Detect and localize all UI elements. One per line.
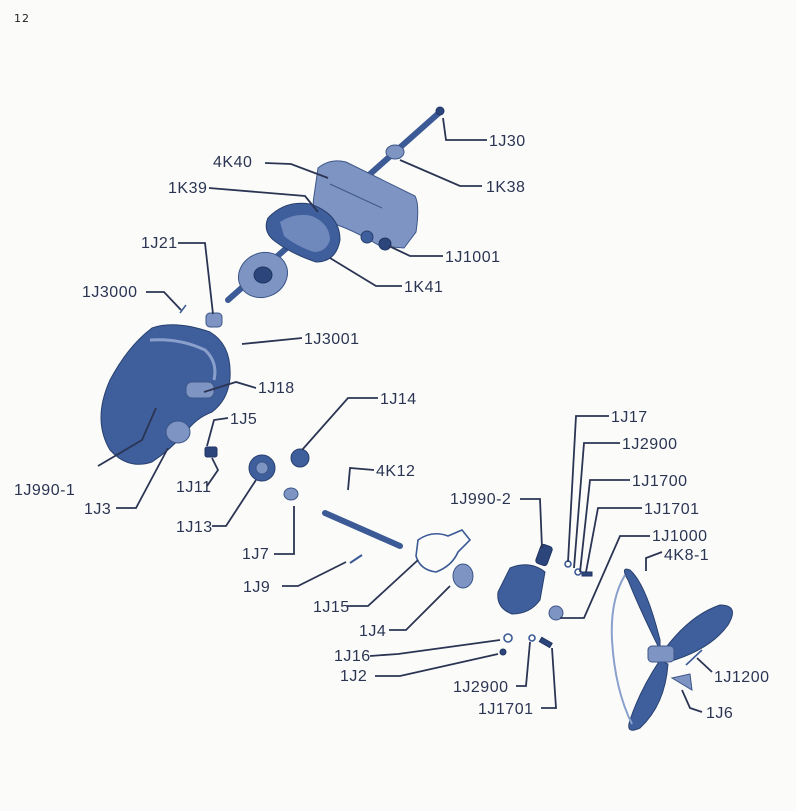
bearing-1j18	[185, 381, 215, 399]
label-1j14: 1J14	[380, 391, 417, 408]
label-1j1200: 1J1200	[714, 669, 770, 686]
part-labels: 1J30 4K40 1K38 1K39 1J21 1J1001 1J3000 1…	[14, 133, 770, 722]
label-1j18: 1J18	[258, 380, 295, 397]
label-1j15: 1J15	[313, 599, 350, 616]
label-1j3: 1J3	[84, 501, 111, 518]
label-1j2: 1J2	[340, 668, 367, 685]
label-1j4: 1J4	[359, 623, 386, 640]
label-1j990-1: 1J990-1	[14, 482, 75, 499]
label-1j13: 1J13	[176, 519, 213, 536]
bushing-1j4	[452, 563, 474, 589]
label-1j1000: 1J1000	[652, 528, 708, 545]
part-drawings	[100, 106, 733, 731]
label-1j990-2: 1J990-2	[450, 491, 511, 508]
gasket-1j15	[415, 529, 472, 573]
label-1j3001: 1J3001	[304, 331, 360, 348]
label-1k41: 1K41	[404, 279, 443, 296]
label-1j3000: 1J3000	[82, 284, 138, 301]
label-1j6: 1J6	[706, 705, 733, 722]
label-4k8-1: 4K8-1	[664, 547, 709, 564]
label-1j1701-b: 1J1701	[478, 701, 534, 718]
label-1j17: 1J17	[611, 409, 648, 426]
cap-1j990-2	[497, 564, 546, 615]
page-number: 12	[14, 12, 30, 25]
label-1j7: 1J7	[242, 546, 269, 563]
propeller	[610, 568, 733, 731]
bushing-1j21	[205, 312, 223, 328]
label-1j2900-a: 1J2900	[622, 436, 678, 453]
label-1j1700: 1J1700	[632, 473, 688, 490]
propeller-shaft	[322, 510, 403, 549]
label-1j1701-a: 1J1701	[644, 501, 700, 518]
label-1k39: 1K39	[168, 180, 207, 197]
label-1j9: 1J9	[243, 579, 270, 596]
pinion-1j14	[290, 448, 310, 468]
label-1j16: 1J16	[334, 648, 371, 665]
label-1j5: 1J5	[230, 411, 257, 428]
bushing-1j3	[165, 420, 191, 444]
label-1j11: 1J11	[176, 479, 212, 496]
label-4k40: 4K40	[213, 154, 252, 171]
label-4k12: 4K12	[376, 463, 415, 480]
leader-lines	[97, 117, 713, 713]
label-1k38: 1K38	[486, 179, 525, 196]
label-1j30: 1J30	[489, 133, 526, 150]
label-1j1001: 1J1001	[445, 249, 501, 266]
label-1j2900-b: 1J2900	[453, 679, 509, 696]
label-1j21: 1J21	[141, 235, 178, 252]
shaft-bushing	[385, 144, 405, 160]
